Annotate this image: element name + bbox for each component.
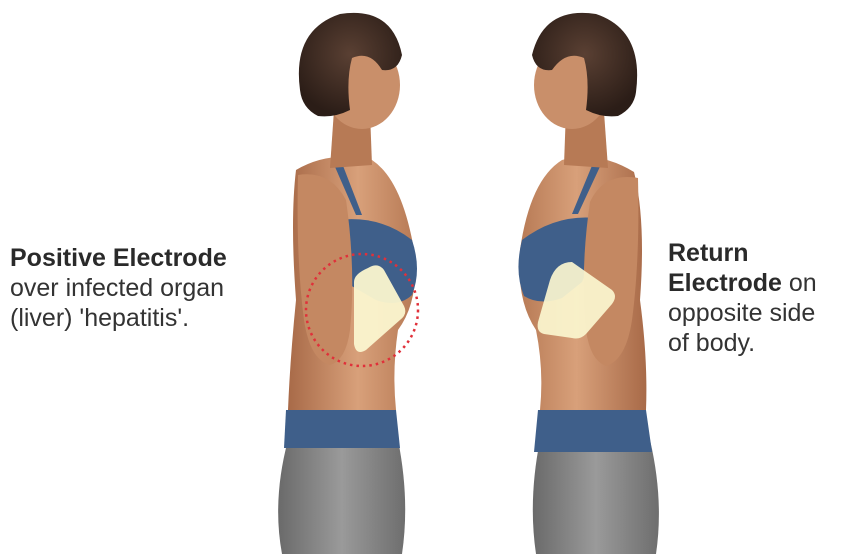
return-electrode-line4: of body. <box>668 329 755 357</box>
right-figure <box>518 13 658 554</box>
left-shorts <box>278 440 405 554</box>
return-electrode-label: Return Electrode on opposite side of bod… <box>668 238 852 358</box>
positive-electrode-label: Positive Electrode over infected organ (… <box>10 243 300 333</box>
right-waistband <box>534 410 652 452</box>
return-electrode-title-1: Return <box>668 239 749 267</box>
right-shorts <box>533 440 659 554</box>
positive-electrode-line1: over infected organ <box>10 274 224 302</box>
positive-electrode-line2: (liver) 'hepatitis'. <box>10 304 189 332</box>
return-electrode-line3: opposite side <box>668 299 815 327</box>
return-electrode-tail: on <box>782 269 817 297</box>
positive-electrode-title: Positive Electrode <box>10 244 227 272</box>
return-electrode-title-2: Electrode <box>668 269 782 297</box>
left-waistband <box>284 410 400 448</box>
